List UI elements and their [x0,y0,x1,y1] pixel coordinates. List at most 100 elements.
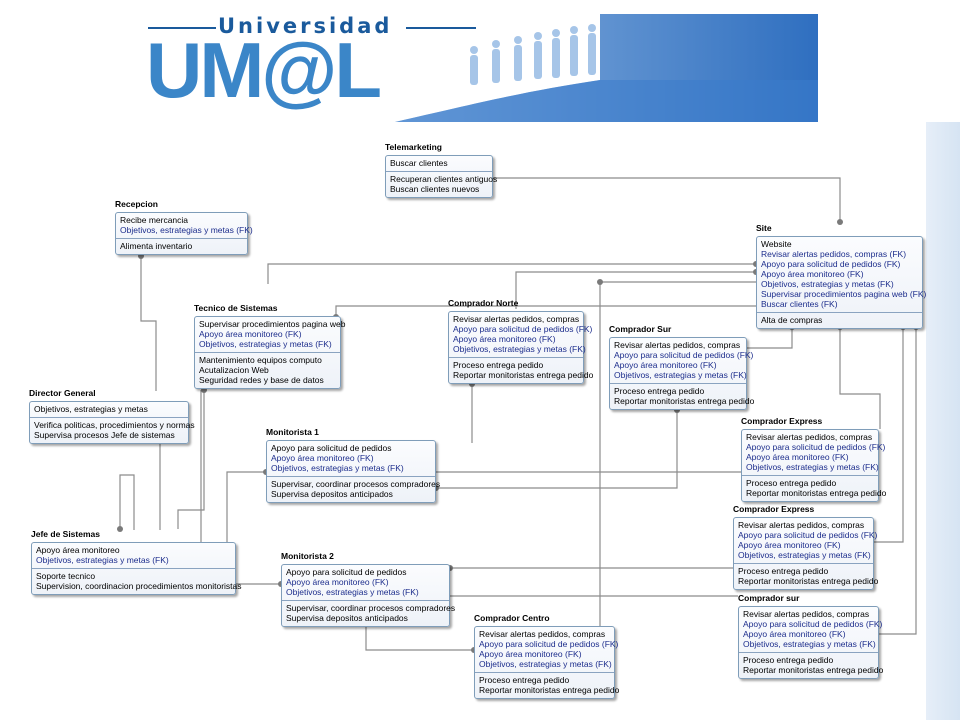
attribute-row: Apoyo área monitoreo (FK) [761,269,864,279]
entity-tecnico-de-sistemas[interactable]: Tecnico de Sistemas Supervisar procedimi… [194,303,345,389]
attribute-row: Objetivos, estrategias y metas (FK) [738,550,871,560]
entity-title: Comprador Centro [474,613,550,623]
key-section: Recibe mercancia Objetivos, estrategias … [116,213,253,238]
attribute-row: Apoyo área monitoreo (FK) [614,360,717,370]
key-section: Apoyo para solicitud de pedidos Apoyo ár… [267,441,435,476]
attribute-row: Objetivos, estrategias y metas (FK) [199,339,332,349]
entity-title: Comprador Sur [609,324,672,334]
attribute-row: Objetivos, estrategias y metas (FK) [120,225,253,235]
key-section: Revisar alertas pedidos, compras Apoyo p… [610,338,753,383]
entity-comprador-centro[interactable]: Comprador Centro Revisar alertas pedidos… [474,613,619,699]
entity-attributes: Revisar alertas pedidos, compras Apoyo p… [609,337,755,410]
entity-comprador-sur-2[interactable]: Comprador sur Revisar alertas pedidos, c… [738,593,883,679]
attribute-row: Apoyo para solicitud de pedidos (FK) [761,259,901,269]
attribute-row: Supervisa depositos anticipados [286,613,408,623]
entity-monitorista-2[interactable]: Monitorista 2 Apoyo para solicitud de pe… [281,551,456,627]
entity-attributes: Supervisar procedimientos pagina web Apo… [194,316,345,389]
entity-recepcion[interactable]: Recepcion Recibe mercancia Objetivos, es… [115,199,253,255]
attributes-section: Supervisar, coordinar procesos comprador… [282,600,456,626]
attribute-row: Revisar alertas pedidos, compras [746,432,873,442]
attribute-row: Objetivos, estrategias y metas (FK) [271,463,404,473]
attribute-row: Apoyo área monitoreo (FK) [746,452,849,462]
attribute-row: Apoyo para solicitud de pedidos (FK) [746,442,886,452]
entity-attributes: Website Revisar alertas pedidos, compras… [756,236,926,329]
key-section: Revisar alertas pedidos, compras Apoyo p… [739,607,883,652]
attribute-row: Apoyo área monitoreo (FK) [743,629,846,639]
entity-title: Comprador sur [738,593,800,603]
entity-comprador-express-2[interactable]: Comprador Express Revisar alertas pedido… [733,504,878,590]
attribute-row: Recuperan clientes antiguos [390,174,498,184]
attribute-row: Apoyo área monitoreo (FK) [199,329,302,339]
attributes-section: Verifica politicas, procedimientos y nor… [30,417,195,443]
attribute-row: Seguridad redes y base de datos [199,375,324,385]
entity-attributes: Recibe mercancia Objetivos, estrategias … [115,212,253,255]
attribute-row: Revisar alertas pedidos, compras [738,520,865,530]
attributes-section: Alimenta inventario [116,238,247,254]
attribute-row: Apoyo para solicitud de pedidos [286,567,407,577]
entity-title: Director General [29,388,96,398]
entity-title: Comprador Express [741,416,823,426]
entity-title: Telemarketing [385,142,443,152]
entity-attributes: Revisar alertas pedidos, compras Apoyo p… [741,429,887,502]
attribute-row: Apoyo para solicitud de pedidos (FK) [743,619,883,629]
logo-umel-text: UM@L [146,26,382,114]
attribute-row: Objetivos, estrategias y metas (FK) [761,279,894,289]
entity-comprador-norte[interactable]: Comprador Norte Revisar alertas pedidos,… [448,298,593,384]
attribute-row: Supervisar, coordinar procesos comprador… [286,603,456,613]
attributes-section: Soporte tecnico Supervision, coordinacio… [32,568,242,594]
entity-comprador-sur[interactable]: Comprador Sur Revisar alertas pedidos, c… [609,324,755,410]
relationship-line [335,305,756,317]
key-section: Website Revisar alertas pedidos, compras… [757,237,926,312]
entity-attributes: Apoyo área monitoreo Objetivos, estrateg… [31,542,242,595]
entity-title: Comprador Norte [448,298,519,308]
attribute-row: Objetivos, estrategias y metas (FK) [743,639,876,649]
entity-attributes: Revisar alertas pedidos, compras Apoyo p… [733,517,878,590]
attribute-row: Proceso entrega pedido [738,566,829,576]
attribute-row: Objetivos, estrategias y metas (FK) [479,659,612,669]
attribute-row: Recibe mercancia [120,215,189,225]
banner-wave [395,14,818,122]
relationship-line [177,390,205,529]
attributes-section: Supervisar, coordinar procesos comprador… [267,476,440,502]
relationship-line [515,271,756,309]
relationship-line [879,327,917,635]
relationship-endpoint [837,219,843,225]
attributes-section: Proceso entrega pedido Reportar monitori… [739,652,883,678]
connector-lines [117,177,919,653]
attribute-row: Apoyo área monitoreo (FK) [479,649,582,659]
entity-title: Tecnico de Sistemas [194,303,278,313]
attribute-row: Supervision, coordinacion procedimientos… [36,581,242,591]
attribute-row: Apoyo área monitoreo (FK) [271,453,374,463]
entity-jefe-de-sistemas[interactable]: Jefe de Sistemas Apoyo área monitoreo Ob… [31,529,242,595]
attribute-row: Revisar alertas pedidos, compras [479,629,606,639]
attribute-row: Objetivos, estrategias y metas [34,404,148,414]
attributes-section: Proceso entrega pedido Reportar monitori… [742,475,887,501]
relationship-endpoint [597,279,603,285]
attribute-row: Revisar alertas pedidos, compras [614,340,741,350]
attribute-row: Apoyo para solicitud de pedidos (FK) [738,530,878,540]
key-section: Objetivos, estrategias y metas [30,402,188,417]
entity-comprador-express[interactable]: Comprador Express Revisar alertas pedido… [741,416,887,502]
attribute-row: Proceso entrega pedido [453,360,544,370]
entity-title: Jefe de Sistemas [31,529,100,539]
entity-site[interactable]: Site Website Revisar alertas pedidos, co… [756,223,926,329]
entity-director-general[interactable]: Director General Objetivos, estrategias … [29,388,195,444]
relationship-endpoint [117,526,123,532]
attribute-row: Objetivos, estrategias y metas (FK) [36,555,169,565]
entity-title: Comprador Express [733,504,815,514]
attribute-row: Acutalizacion Web [199,365,269,375]
entity-telemarketing[interactable]: Telemarketing Buscar clientes Recuperan … [385,142,498,198]
entity-attributes: Apoyo para solicitud de pedidos Apoyo ár… [266,440,440,503]
entity-attributes: Revisar alertas pedidos, compras Apoyo p… [474,626,619,699]
attributes-section: Proceso entrega pedido Reportar monitori… [734,563,878,589]
relationship-line [493,177,841,222]
entity-monitorista-1[interactable]: Monitorista 1 Apoyo para solicitud de pe… [266,427,440,503]
key-section: Revisar alertas pedidos, compras Apoyo p… [475,627,618,672]
attribute-row: Objetivos, estrategias y metas (FK) [286,587,419,597]
key-section: Buscar clientes [386,156,492,171]
attribute-row: Proceso entrega pedido [746,478,837,488]
attribute-row: Reportar monitoristas entrega pedido [614,396,755,406]
key-section: Revisar alertas pedidos, compras Apoyo p… [742,430,886,475]
attribute-row: Reportar monitoristas entrega pedido [746,488,887,498]
entity-attributes: Apoyo para solicitud de pedidos Apoyo ár… [281,564,456,627]
